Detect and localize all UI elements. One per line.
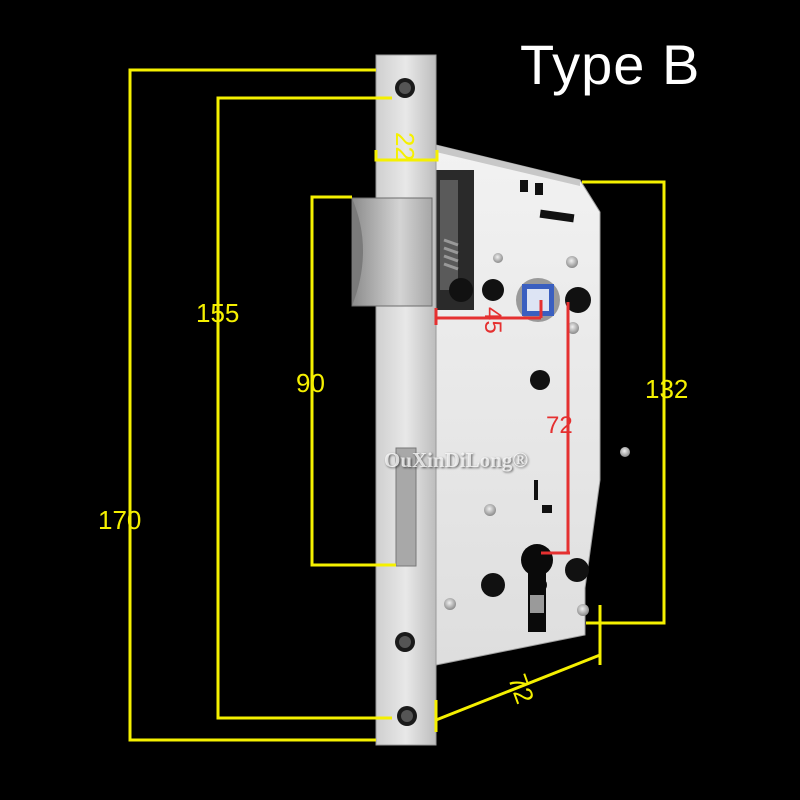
case-holes	[449, 180, 591, 597]
dimension-90-label: 90	[296, 368, 325, 398]
faceplate	[375, 54, 437, 746]
dimension-45-label: 45	[479, 307, 506, 334]
dimension-72-center-label: 72	[546, 412, 573, 439]
dimension-170-label: 170	[98, 505, 142, 535]
red-dimension-lines	[434, 300, 570, 555]
dimension-155-label: 155	[196, 298, 240, 328]
spindle-hub	[516, 278, 560, 322]
dimension-132-label: 132	[645, 374, 689, 404]
dimension-lines	[128, 68, 666, 742]
dimension-22-label: 22	[390, 132, 420, 161]
case-screws	[444, 253, 630, 616]
lock-case	[435, 144, 601, 666]
type-label: Type B	[520, 33, 701, 96]
spring	[443, 238, 459, 271]
watermark: OuXinDiLong®	[384, 448, 529, 472]
latch-bolt	[351, 197, 433, 307]
